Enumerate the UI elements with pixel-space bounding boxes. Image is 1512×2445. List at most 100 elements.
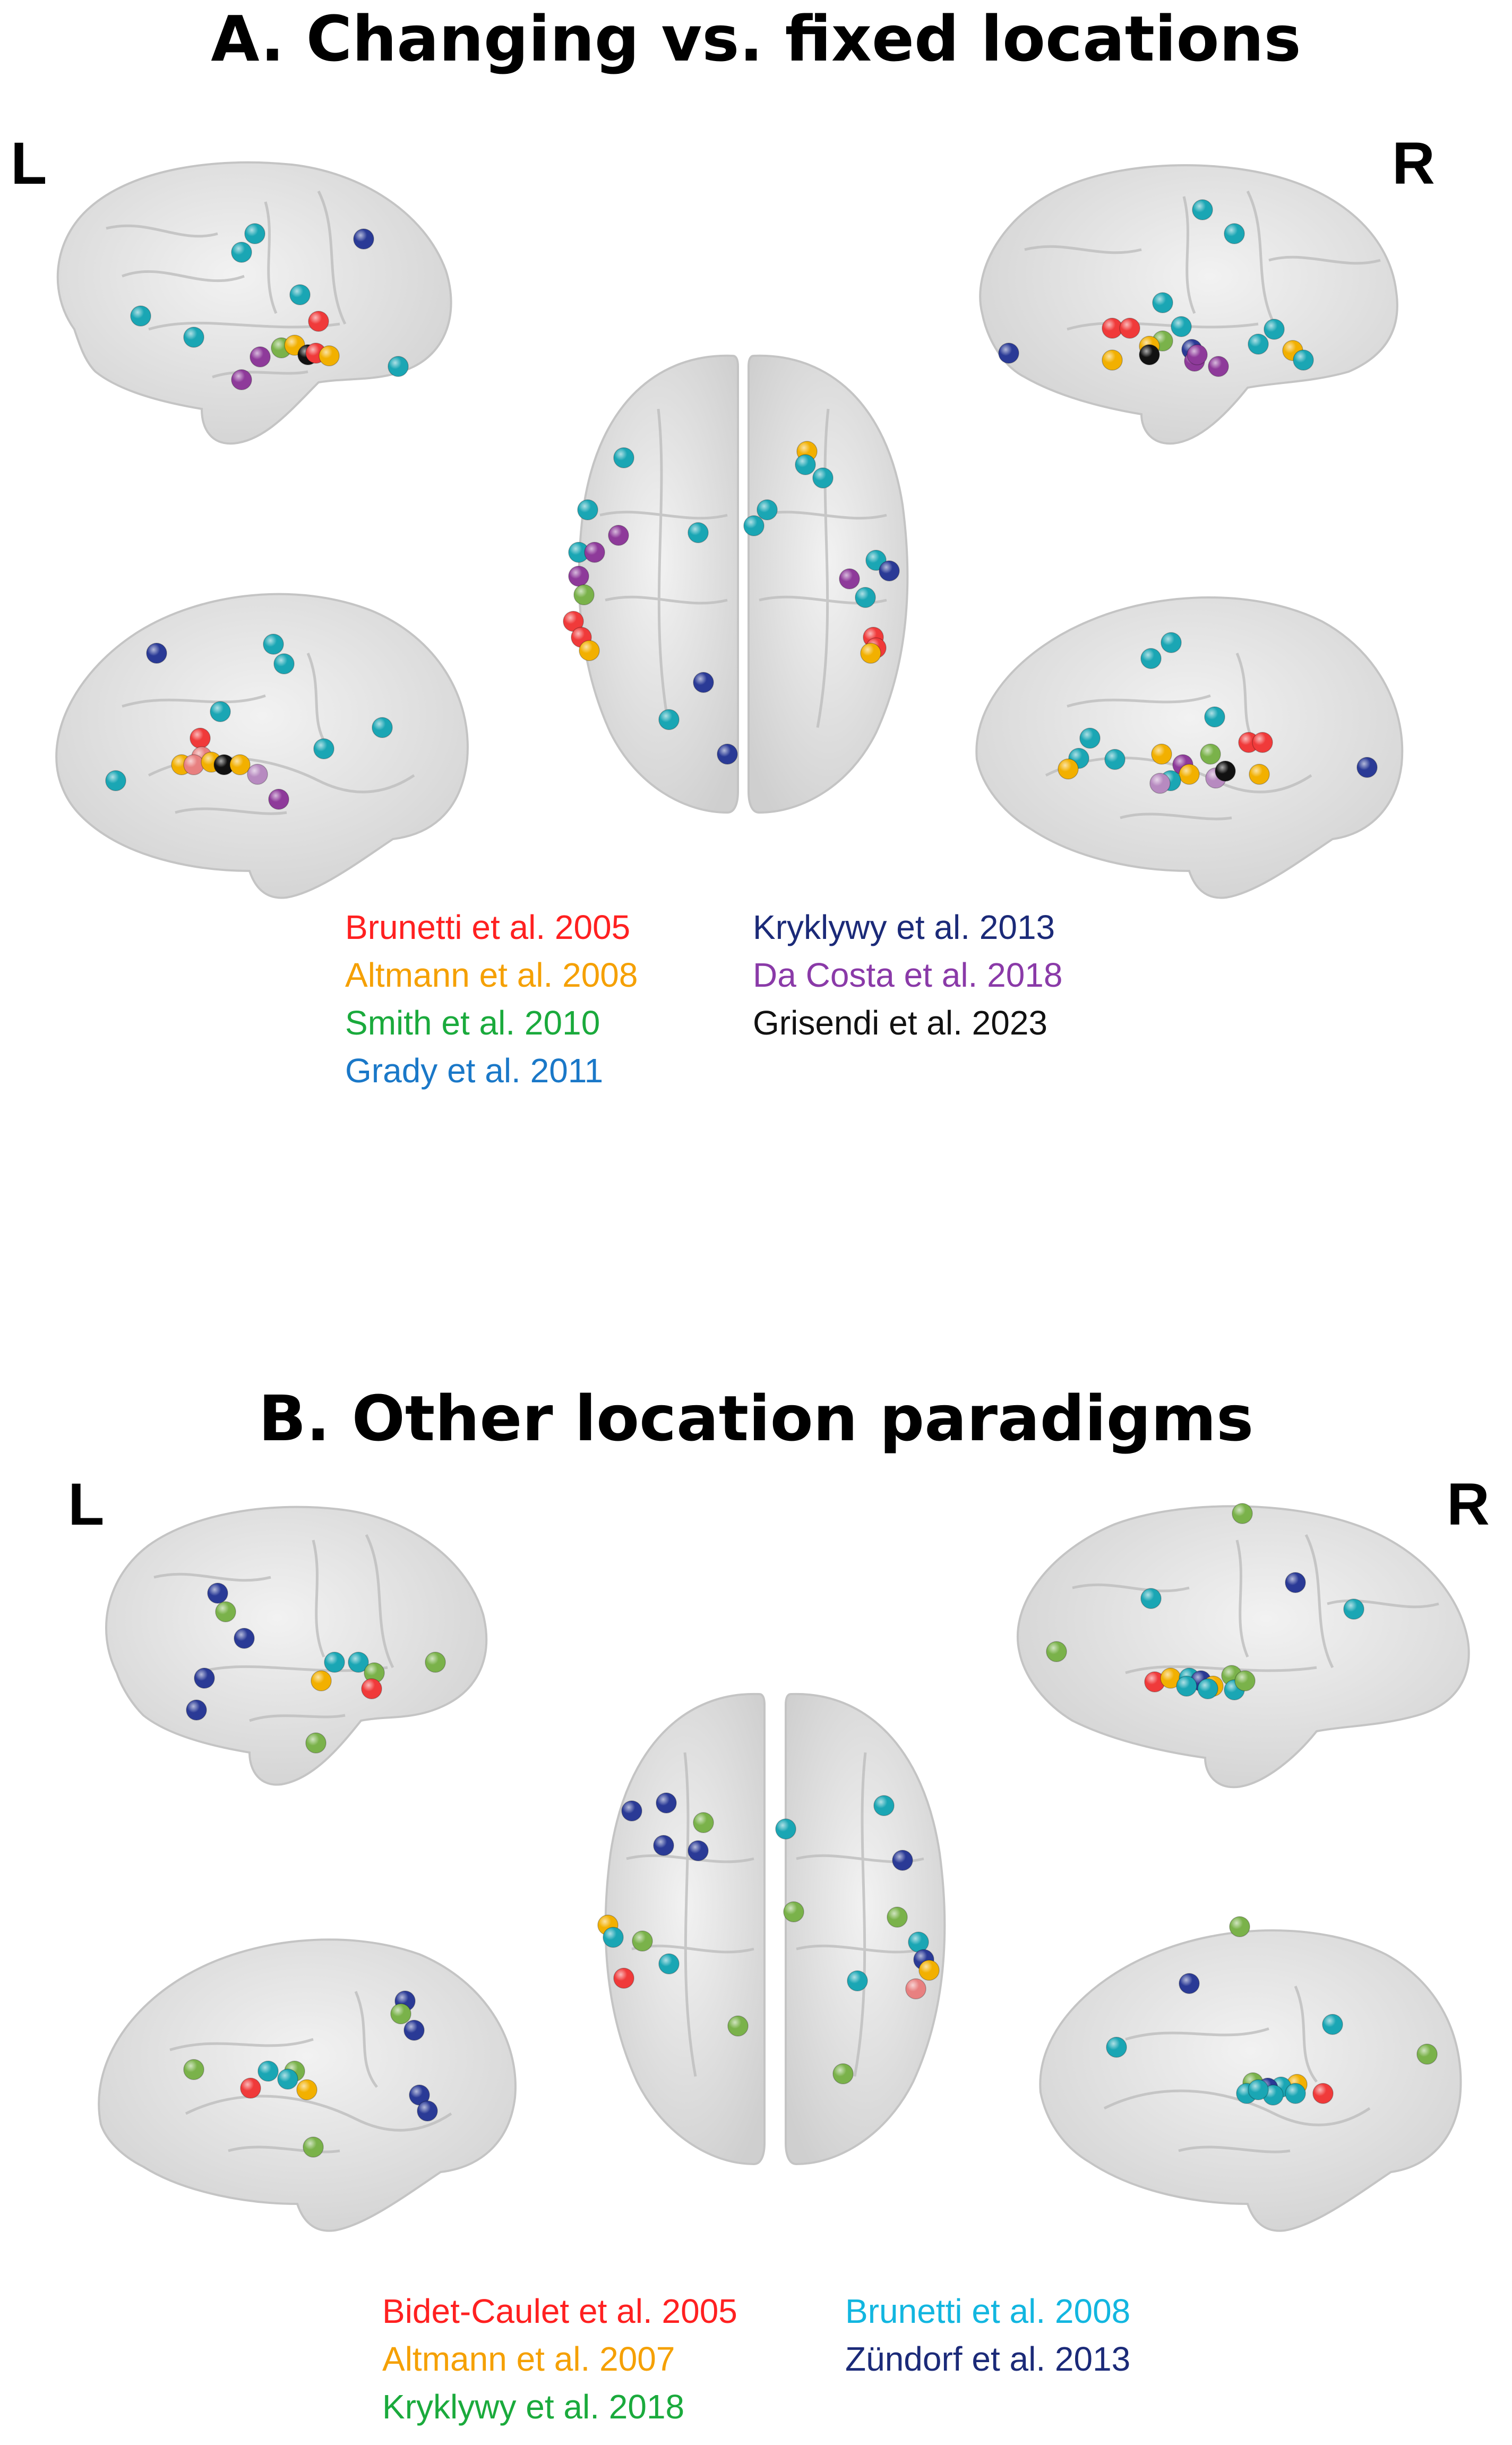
activation-sphere bbox=[388, 356, 409, 377]
activation-sphere bbox=[1312, 2083, 1334, 2104]
activation-sphere bbox=[608, 525, 629, 546]
activation-sphere bbox=[1249, 764, 1270, 785]
activation-sphere bbox=[1285, 1572, 1306, 1593]
activation-sphere bbox=[783, 1901, 804, 1922]
activation-sphere bbox=[311, 1670, 332, 1691]
activation-sphere bbox=[727, 2015, 749, 2037]
activation-sphere bbox=[1285, 2083, 1306, 2104]
activation-sphere bbox=[231, 242, 252, 263]
activation-sphere bbox=[1293, 349, 1314, 371]
activation-sphere bbox=[289, 284, 311, 305]
activation-sphere bbox=[1179, 1973, 1200, 1994]
activation-sphere bbox=[348, 1652, 369, 1673]
activation-sphere bbox=[1416, 2044, 1438, 2065]
activation-sphere bbox=[146, 643, 167, 664]
activation-sphere bbox=[688, 1840, 709, 1861]
activation-sphere bbox=[918, 1960, 940, 1981]
activation-sphere bbox=[403, 2020, 425, 2041]
activation-sphere bbox=[658, 709, 680, 730]
activation-sphere bbox=[319, 345, 340, 366]
activation-sphere bbox=[653, 1835, 674, 1856]
activation-sphere bbox=[887, 1907, 908, 1928]
activation-sphere bbox=[1248, 334, 1269, 355]
activation-sphere bbox=[892, 1850, 913, 1871]
activation-sphere bbox=[1119, 318, 1140, 339]
activation-sphere bbox=[577, 499, 598, 520]
panel-b-right-label: R bbox=[1447, 1471, 1490, 1537]
panel-a-right-label: R bbox=[1392, 130, 1435, 196]
activation-sphere bbox=[839, 568, 860, 589]
activation-sphere bbox=[1224, 223, 1245, 244]
activation-sphere bbox=[1200, 743, 1221, 765]
legend-entry: Kryklywy et al. 2013 bbox=[753, 908, 1055, 946]
activation-sphere bbox=[1187, 344, 1208, 365]
activation-sphere bbox=[1197, 1678, 1218, 1699]
activation-sphere bbox=[1104, 749, 1126, 770]
legend-entry: Bidet-Caulet et al. 2005 bbox=[382, 2292, 737, 2330]
activation-sphere bbox=[1248, 2079, 1269, 2100]
activation-sphere bbox=[234, 1628, 255, 1649]
activation-sphere bbox=[812, 467, 834, 489]
legend-entry: Altmann et al. 2007 bbox=[382, 2340, 675, 2378]
activation-sphere bbox=[1152, 292, 1173, 313]
activation-sphere bbox=[303, 2136, 324, 2158]
activation-sphere bbox=[308, 311, 329, 332]
panel-a-left-lateral-brain bbox=[56, 161, 452, 445]
activation-sphere bbox=[313, 738, 334, 759]
activation-sphere bbox=[873, 1795, 895, 1816]
activation-sphere bbox=[717, 743, 738, 765]
activation-sphere bbox=[908, 1931, 929, 1953]
activation-sphere bbox=[425, 1652, 446, 1673]
panel-b-right-lateral-brain bbox=[1016, 1503, 1470, 1789]
legend-entry: Grisendi et al. 2023 bbox=[753, 1004, 1047, 1042]
activation-sphere bbox=[579, 640, 600, 661]
activation-sphere bbox=[215, 1601, 236, 1622]
activation-sphere bbox=[1139, 344, 1160, 365]
activation-sphere bbox=[1356, 757, 1378, 778]
activation-sphere bbox=[1179, 764, 1200, 785]
panel-b-right-medial-brain bbox=[1039, 1916, 1462, 2232]
activation-sphere bbox=[998, 343, 1019, 364]
activation-sphere bbox=[361, 1678, 382, 1699]
activation-sphere bbox=[658, 1953, 680, 1974]
activation-sphere bbox=[693, 672, 714, 693]
activation-sphere bbox=[324, 1652, 345, 1673]
activation-sphere bbox=[1232, 1503, 1253, 1524]
activation-sphere bbox=[1171, 316, 1192, 337]
panel-b-left-label: L bbox=[68, 1471, 105, 1537]
panel-a-left-label: L bbox=[11, 130, 47, 196]
panel-b-title: B. Other location paradigms bbox=[258, 1382, 1254, 1455]
activation-sphere bbox=[229, 754, 251, 775]
activation-sphere bbox=[775, 1818, 796, 1840]
activation-sphere bbox=[240, 2078, 261, 2099]
activation-sphere bbox=[183, 754, 204, 775]
legend-entry: Brunetti et al. 2005 bbox=[345, 908, 631, 946]
activation-sphere bbox=[1046, 1641, 1067, 1662]
activation-sphere bbox=[305, 1732, 327, 1754]
activation-sphere bbox=[860, 643, 881, 664]
activation-sphere bbox=[1208, 356, 1229, 377]
activation-sphere bbox=[194, 1668, 215, 1689]
activation-sphere bbox=[257, 2061, 279, 2082]
activation-sphere bbox=[207, 1583, 228, 1604]
panel-a-left-medial-brain bbox=[55, 593, 469, 899]
legend-entry: Da Costa et al. 2018 bbox=[753, 956, 1063, 994]
activation-sphere bbox=[250, 346, 271, 367]
activation-sphere bbox=[1176, 1675, 1197, 1697]
activation-sphere bbox=[296, 2079, 317, 2100]
activation-sphere bbox=[573, 584, 595, 605]
activation-sphere bbox=[1106, 2037, 1127, 2058]
panel-b-dorsal-brain bbox=[597, 1692, 946, 2166]
activation-sphere bbox=[832, 2063, 854, 2084]
activation-sphere bbox=[603, 1927, 624, 1948]
activation-sphere bbox=[353, 228, 374, 250]
activation-sphere bbox=[743, 515, 764, 536]
activation-sphere bbox=[105, 770, 126, 791]
legend-entry: Smith et al. 2010 bbox=[345, 1004, 600, 1042]
activation-sphere bbox=[277, 2068, 298, 2090]
activation-sphere bbox=[1343, 1598, 1364, 1620]
activation-sphere bbox=[847, 1970, 868, 1991]
activation-sphere bbox=[1252, 732, 1273, 753]
activation-sphere bbox=[268, 789, 289, 810]
activation-sphere bbox=[183, 327, 204, 348]
